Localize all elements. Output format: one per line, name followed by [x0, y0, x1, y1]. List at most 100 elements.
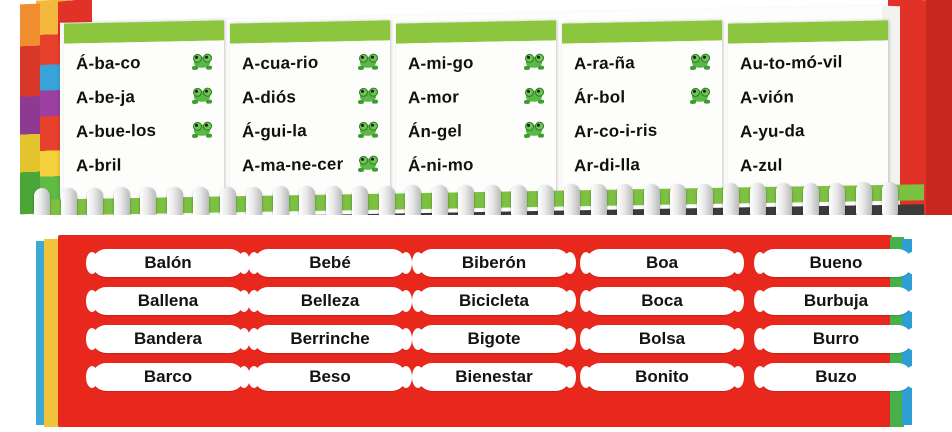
- word-label: Boca: [641, 291, 683, 310]
- word-pill[interactable]: Boa: [580, 249, 744, 277]
- word-pill[interactable]: Biberón: [412, 249, 576, 277]
- syllable-word-row: A-vión: [728, 80, 888, 117]
- frog-icon: [358, 53, 384, 74]
- syllable-word-row: A-cua-rio: [230, 46, 390, 83]
- word-pill[interactable]: Bonito: [580, 363, 744, 391]
- word-pill[interactable]: Bicicleta: [412, 287, 576, 315]
- spiral-coil: [749, 183, 766, 222]
- syllable-word-row: A-bril: [64, 148, 224, 185]
- syllable-word: Ar-co-i-ris: [574, 120, 658, 142]
- right-cover-spine: [926, 0, 952, 215]
- syllable-word-row: A-yu-da: [728, 114, 888, 151]
- syllable-word-row: Án-gel: [396, 114, 556, 151]
- word-label: Beso: [309, 367, 351, 386]
- syllable-word-row: A-ra-ña: [562, 46, 722, 83]
- word-pill[interactable]: Barco: [86, 363, 250, 391]
- word-pill[interactable]: Balón: [86, 249, 250, 277]
- syllable-word: A-vión: [740, 87, 795, 108]
- syllable-word-row: Au-to-mó-vil: [728, 46, 888, 83]
- spiral-coil: [776, 182, 792, 221]
- word-label: Bienestar: [455, 367, 533, 386]
- word-pill[interactable]: Belleza: [248, 287, 412, 315]
- syllable-word: Au-to-mó-vil: [740, 52, 843, 74]
- frog-icon: [524, 53, 550, 74]
- syllable-word: A-yu-da: [740, 121, 805, 142]
- frog-icon: [192, 87, 218, 108]
- frog-icon: [690, 87, 716, 108]
- word-pill[interactable]: Beso: [248, 363, 412, 391]
- syllable-word-row: Á-gui-la: [230, 114, 390, 151]
- word-pill[interactable]: Burbuja: [754, 287, 918, 315]
- spiral-coil: [458, 185, 474, 224]
- word-label: Bebé: [309, 253, 351, 272]
- frog-icon: [524, 87, 550, 108]
- word-label: Ballena: [137, 291, 199, 310]
- word-label: Bolsa: [638, 329, 686, 348]
- frog-icon: [358, 121, 384, 142]
- spiral-coil: [882, 182, 898, 221]
- syllable-word-row: A-diós: [230, 80, 390, 117]
- spiral-coil: [670, 183, 686, 222]
- word-pill[interactable]: Bienestar: [412, 363, 576, 391]
- word-pill[interactable]: Buzo: [754, 363, 918, 391]
- syllable-word-row: A-mor: [396, 80, 556, 117]
- word-pill[interactable]: Bolsa: [580, 325, 744, 353]
- word-label: Bicicleta: [459, 291, 529, 310]
- word-pill[interactable]: Bebé: [248, 249, 412, 277]
- spiral-coil: [855, 182, 872, 221]
- word-label: Burro: [812, 329, 860, 348]
- spiral-coil: [272, 186, 289, 225]
- spiral-coil: [537, 184, 554, 223]
- syllable-word-row: A-be-ja: [64, 80, 224, 117]
- frog-icon: [690, 53, 716, 74]
- card-edge-blue-left: [36, 241, 46, 425]
- word-label: Barco: [143, 367, 193, 386]
- syllable-word-row: Ár-bol: [562, 80, 722, 117]
- word-label: Balón: [144, 253, 192, 272]
- word-pill[interactable]: Ballena: [86, 287, 250, 315]
- spiral-coil: [696, 183, 713, 222]
- word-pill[interactable]: Boca: [580, 287, 744, 315]
- syllable-word: Ar-di-lla: [574, 155, 641, 176]
- spiral-coil: [829, 182, 845, 221]
- word-label: Buzo: [815, 367, 857, 386]
- binder-color-strip-inner: [20, 3, 40, 215]
- syllable-word: A-bril: [76, 155, 122, 176]
- syllable-word-row: Ar-di-lla: [562, 148, 722, 185]
- syllable-word: A-zul: [740, 155, 783, 176]
- word-pill[interactable]: Burro: [754, 325, 918, 353]
- spiral-coil: [590, 184, 607, 223]
- syllable-word-row: A-ma-ne-cer: [230, 148, 390, 185]
- word-label: Bonito: [635, 367, 689, 386]
- spiral-coil: [484, 184, 501, 223]
- word-label: Belleza: [300, 291, 360, 310]
- word-label: Bueno: [809, 253, 863, 272]
- syllable-word: Á-ni-mo: [408, 155, 474, 176]
- spiral-coil: [405, 185, 421, 224]
- word-pill[interactable]: Bandera: [86, 325, 250, 353]
- syllable-word-row: Á-ba-co: [64, 46, 224, 83]
- syllable-word-row: Ar-co-i-ris: [562, 114, 722, 151]
- frog-icon: [358, 87, 384, 108]
- spiral-coil: [511, 184, 527, 223]
- frog-icon: [192, 121, 218, 142]
- spiral-coil: [643, 183, 660, 222]
- word-label: Burbuja: [803, 291, 869, 310]
- word-pill[interactable]: Berrinche: [248, 325, 412, 353]
- word-pill[interactable]: Bueno: [754, 249, 918, 277]
- card-edge-yellow-left: [44, 239, 60, 427]
- word-pill[interactable]: Bigote: [412, 325, 576, 353]
